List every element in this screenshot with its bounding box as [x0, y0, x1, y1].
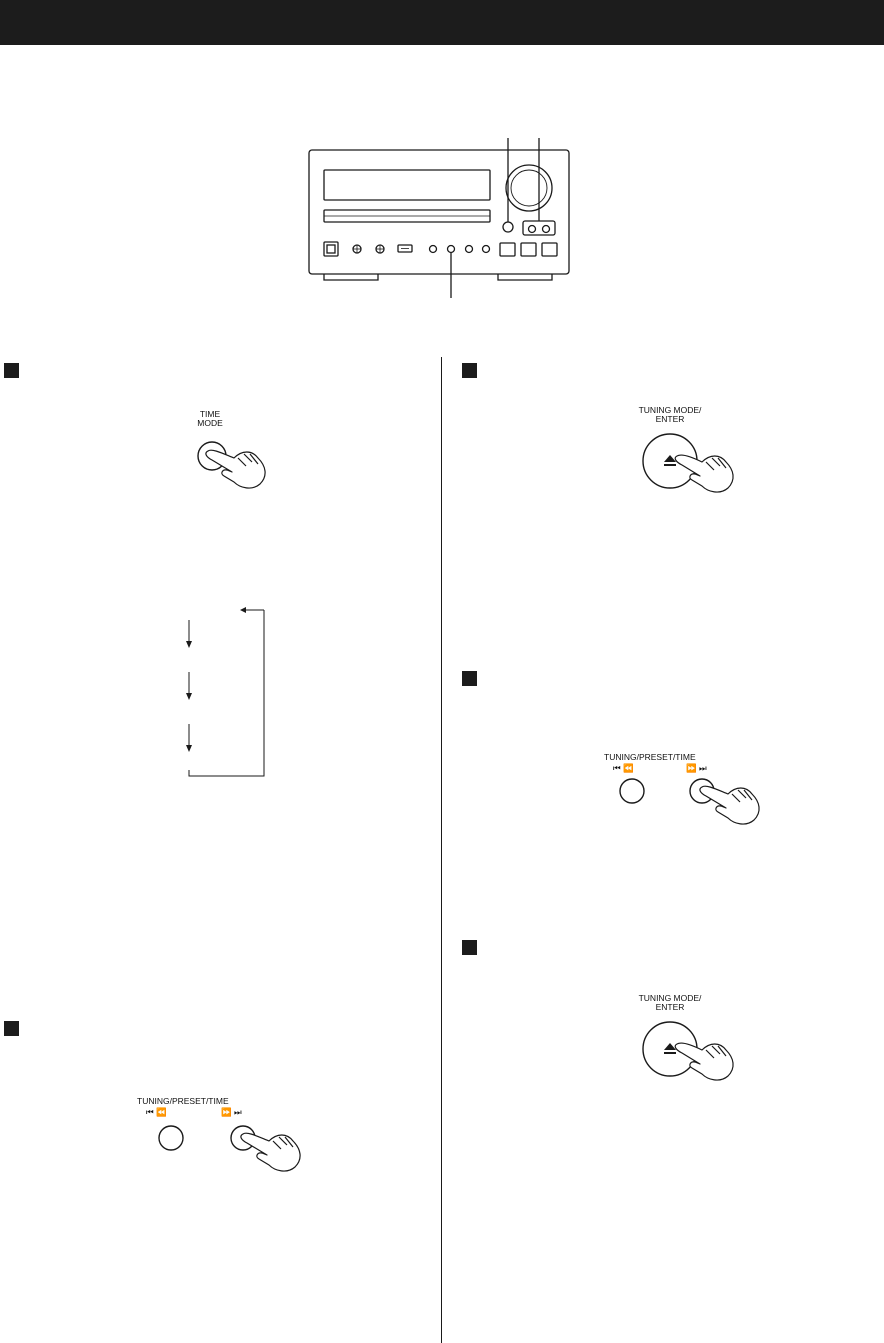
cycle-flow-diagram [186, 607, 265, 777]
fast-forward-skip-symbols: ⏩ ⏭ [686, 763, 707, 773]
hand-pointer-icon [674, 1042, 734, 1081]
tuning-preset-time-label: TUNING/PRESET/TIME [604, 752, 696, 762]
step-marker [462, 940, 477, 955]
step-marker [462, 671, 477, 686]
time-mode-label-line1: TIME [199, 409, 221, 419]
step-marker [4, 1021, 19, 1036]
device-front-panel-illustration [308, 138, 570, 298]
tuning-preset-time-label-2: TUNING/PRESET/TIME [137, 1096, 229, 1106]
hand-pointer-icon [699, 785, 760, 825]
hand-pointer-icon [205, 449, 266, 489]
eject-icon [664, 1043, 676, 1054]
tuning-mode-enter-label-2-line2: ENTER [655, 1002, 685, 1012]
hand-pointer-icon [674, 454, 734, 493]
eject-icon [664, 455, 676, 466]
hand-pointer-icon [240, 1132, 301, 1172]
tuning-mode-enter-label-line1: TUNING MODE/ [638, 405, 702, 415]
tuning-mode-enter-label-2-line1: TUNING MODE/ [638, 993, 702, 1003]
header-bar [0, 0, 884, 45]
tuning-preset-time-back-button[interactable] [618, 777, 648, 807]
tuning-mode-enter-label: TUNING MODE/ ENTER [615, 406, 725, 424]
tuning-mode-enter-button-press[interactable] [632, 428, 747, 498]
tuning-mode-enter-button-press-2[interactable] [632, 1016, 747, 1086]
column-divider [441, 357, 442, 1343]
time-mode-button-press[interactable] [190, 436, 280, 496]
tuning-preset-time-forward-button-press-2[interactable] [229, 1124, 319, 1184]
tuning-mode-enter-label-line2: ENTER [655, 414, 685, 424]
step-marker [462, 363, 477, 378]
step-marker [4, 363, 19, 378]
tuning-preset-time-forward-button-press[interactable] [688, 777, 778, 837]
tuning-preset-time-back-button-2[interactable] [157, 1124, 187, 1154]
skip-back-rewind-symbols-2: ⏮ ⏪ [146, 1107, 167, 1117]
fast-forward-skip-symbols-2: ⏩ ⏭ [221, 1107, 242, 1117]
skip-back-rewind-symbols: ⏮ ⏪ [613, 763, 634, 773]
time-mode-label-line2: MODE [197, 418, 223, 428]
time-mode-label: TIME MODE [180, 410, 240, 428]
tuning-mode-enter-label-2: TUNING MODE/ ENTER [615, 994, 725, 1012]
